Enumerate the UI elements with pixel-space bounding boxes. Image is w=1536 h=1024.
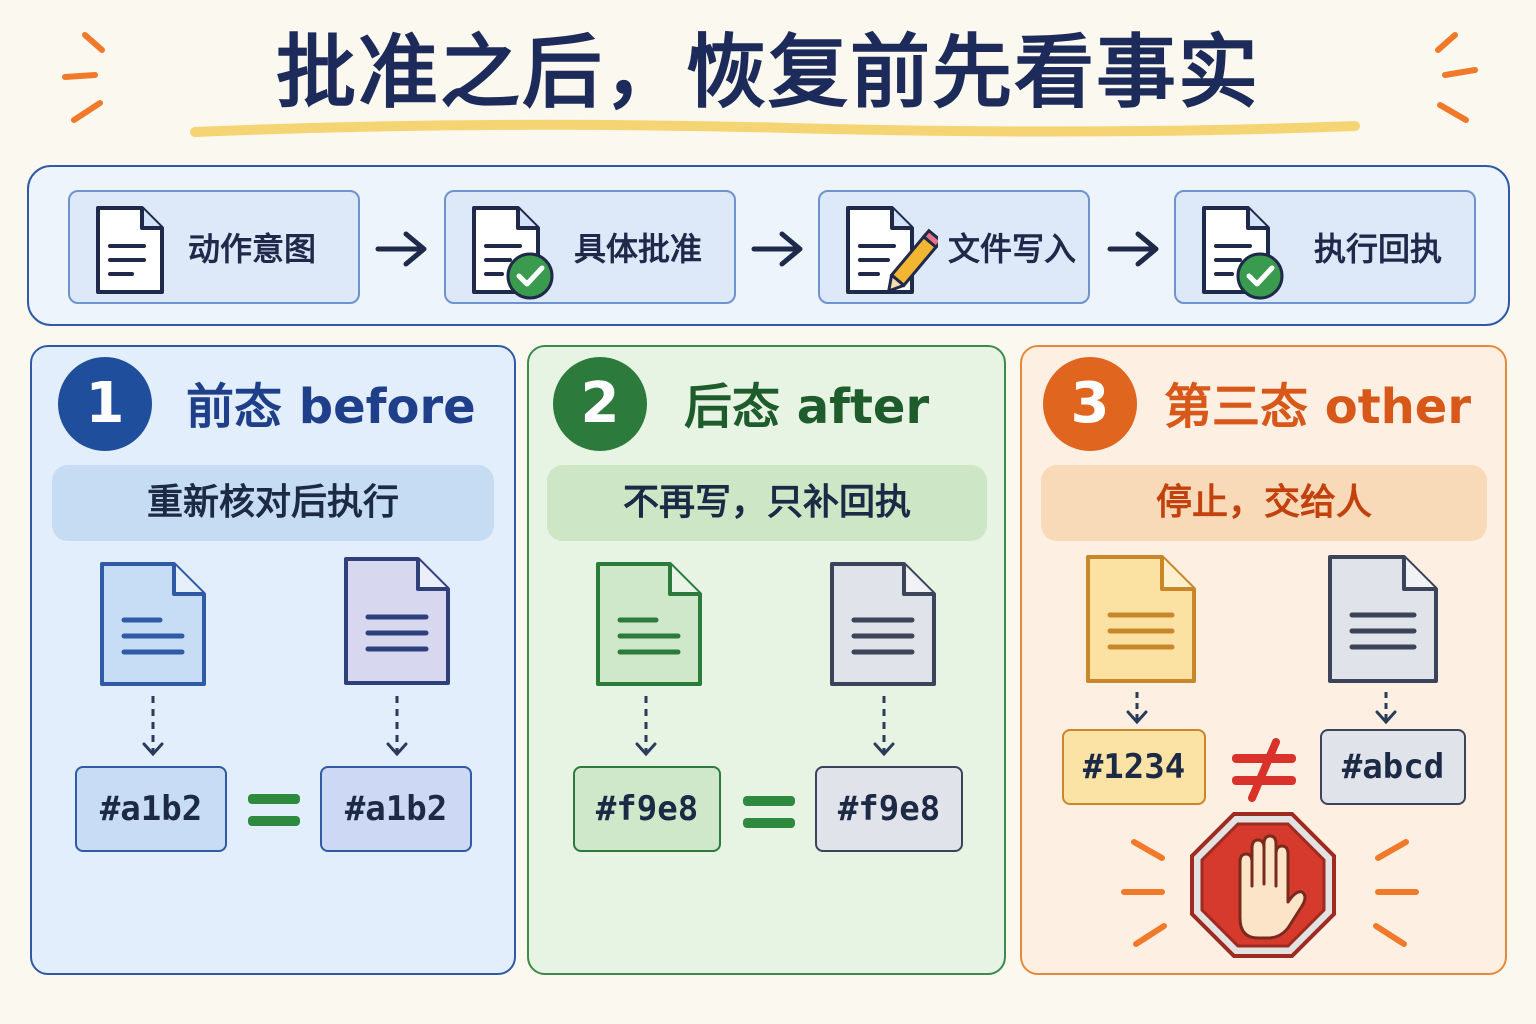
equals-icon <box>743 796 795 828</box>
not-equals-icon <box>1232 738 1296 802</box>
document-icon <box>96 206 164 294</box>
document-pencil-icon <box>846 206 938 294</box>
hash-value-box: #f9e8 <box>573 766 721 852</box>
panel-banner: 停止，交给人 <box>1041 465 1487 541</box>
flow-step-intent: 动作意图 <box>68 190 360 304</box>
flow-step-file-write: 文件写入 <box>818 190 1090 304</box>
flow-step-approval: 具体批准 <box>444 190 736 304</box>
dashed-arrow-down-icon <box>386 696 408 757</box>
hash-value-box: #a1b2 <box>75 766 227 852</box>
document-icon <box>344 557 450 685</box>
dashed-arrow-down-icon <box>1126 692 1148 725</box>
panel-banner: 不再写，只补回执 <box>547 465 987 541</box>
panel-number-badge: 1 <box>58 357 152 451</box>
document-check-icon <box>472 206 554 300</box>
spark-right-icon <box>1435 32 1478 123</box>
panel-banner: 重新核对后执行 <box>52 465 494 541</box>
stop-sparks-icon <box>1121 839 1419 947</box>
document-icon <box>830 562 936 686</box>
hash-value-box: #abcd <box>1320 729 1466 805</box>
document-check-icon <box>1202 206 1284 300</box>
flow-step-label: 具体批准 <box>574 230 703 268</box>
panel-number-badge: 2 <box>553 357 647 451</box>
panel-heading: 第三态 other <box>1164 379 1472 435</box>
stop-hand-icon <box>1190 812 1336 958</box>
dashed-arrow-down-icon <box>1375 692 1397 725</box>
equals-icon <box>248 794 300 826</box>
panel-heading: 前态 before <box>186 379 476 435</box>
document-icon <box>100 562 206 686</box>
flow-step-label: 文件写入 <box>948 230 1077 268</box>
flow-step-label: 执行回执 <box>1314 230 1443 268</box>
hash-value-box: #1234 <box>1062 729 1206 805</box>
flow-step-label: 动作意图 <box>188 230 317 268</box>
panel-number-badge: 3 <box>1043 357 1137 451</box>
hash-value-box: #f9e8 <box>815 766 963 852</box>
title-underline <box>190 119 1360 137</box>
document-icon <box>1086 555 1196 683</box>
dashed-arrow-down-icon <box>635 696 657 757</box>
arrow-right-icon <box>375 231 427 267</box>
document-icon <box>1328 555 1438 683</box>
panel-heading: 后态 after <box>684 379 930 435</box>
dashed-arrow-down-icon <box>142 696 164 757</box>
arrow-right-icon <box>1107 231 1159 267</box>
flow-step-receipt: 执行回执 <box>1174 190 1476 304</box>
spark-left-icon <box>62 32 105 123</box>
document-icon <box>596 562 702 686</box>
arrow-right-icon <box>751 231 803 267</box>
hash-value-box: #a1b2 <box>320 766 472 852</box>
dashed-arrow-down-icon <box>873 696 895 757</box>
page-title: 批准之后，恢复前先看事实 <box>276 26 1260 119</box>
